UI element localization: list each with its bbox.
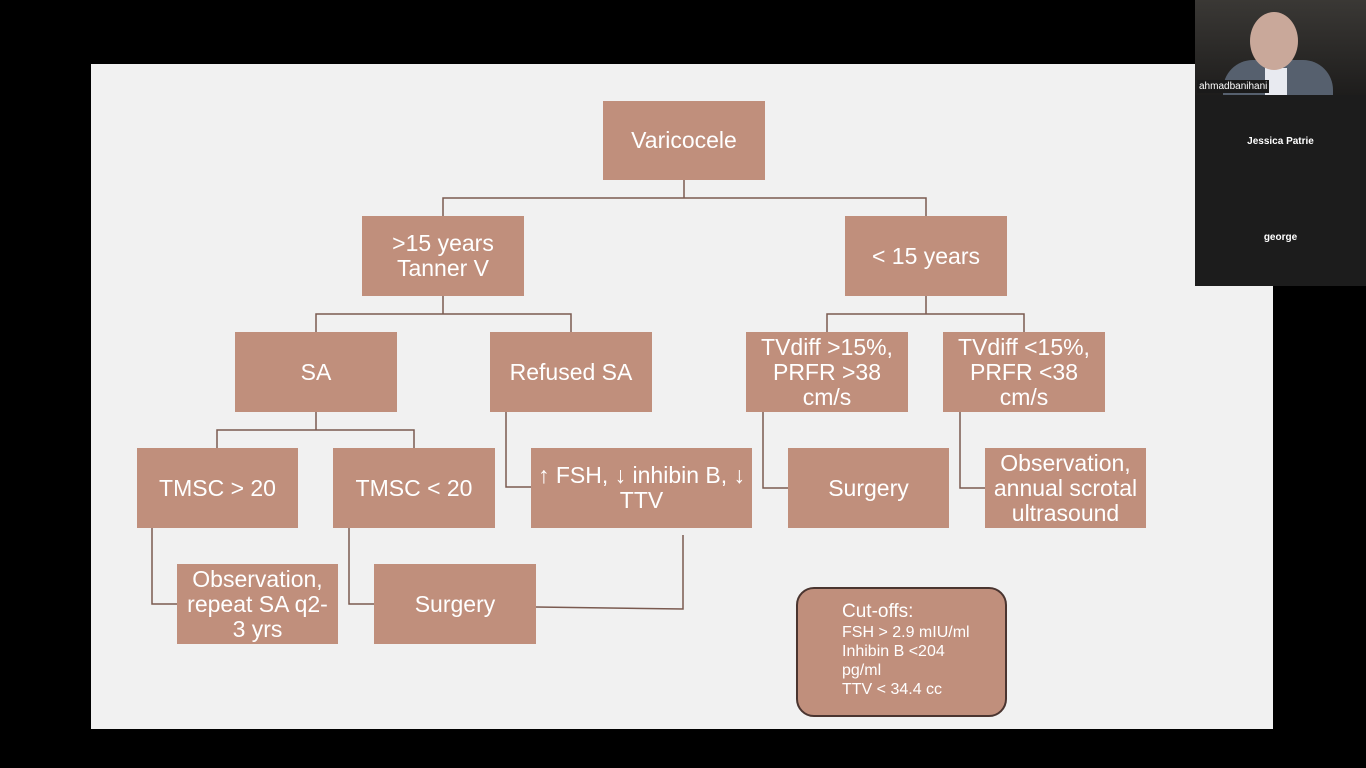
- node-hormones: ↑ FSH, ↓ inhibin B, ↓ TTV: [531, 448, 752, 528]
- node-tvdiff-low: TVdiff <15%, PRFR <38 cm/s: [943, 332, 1105, 412]
- cutoff-line: pg/ml: [842, 662, 882, 679]
- cutoffs-box: Cut-offs: FSH > 2.9 mIU/ml Inhibin B <20…: [796, 587, 1007, 717]
- node-surgery-right: Surgery: [788, 448, 949, 528]
- node-refused-sa: Refused SA: [490, 332, 652, 412]
- node-under-15-years: < 15 years: [845, 216, 1007, 296]
- node-observation-repeat: Observation, repeat SA q2-3 yrs: [177, 564, 338, 644]
- cutoffs-title: Cut-offs:: [842, 601, 914, 622]
- speaker-shirt: [1265, 68, 1287, 95]
- node-tmsc-low: TMSC < 20: [333, 448, 495, 528]
- participant-tile-name[interactable]: george: [1263, 232, 1298, 243]
- participant-tile-name[interactable]: Jessica Patrie: [1247, 136, 1314, 147]
- node-over-15-years: >15 years Tanner V: [362, 216, 524, 296]
- node-varicocele: Varicocele: [603, 101, 765, 180]
- participants-panel: ahmadbanihani Jessica Patrie george: [1195, 0, 1366, 286]
- participant-video[interactable]: ahmadbanihani: [1195, 0, 1366, 95]
- node-tmsc-high: TMSC > 20: [137, 448, 298, 528]
- cutoff-line: FSH > 2.9 mIU/ml: [842, 624, 970, 641]
- cutoff-line: TTV < 34.4 cc: [842, 681, 943, 698]
- node-observation-annual: Observation, annual scrotal ultrasound: [985, 448, 1146, 528]
- speaker-head: [1250, 12, 1298, 70]
- node-tvdiff-high: TVdiff >15%, PRFR >38 cm/s: [746, 332, 908, 412]
- node-sa: SA: [235, 332, 397, 412]
- node-surgery-left: Surgery: [374, 564, 536, 644]
- participant-name: ahmadbanihani: [1197, 80, 1270, 93]
- cutoff-line: Inhibin B <204: [842, 643, 945, 660]
